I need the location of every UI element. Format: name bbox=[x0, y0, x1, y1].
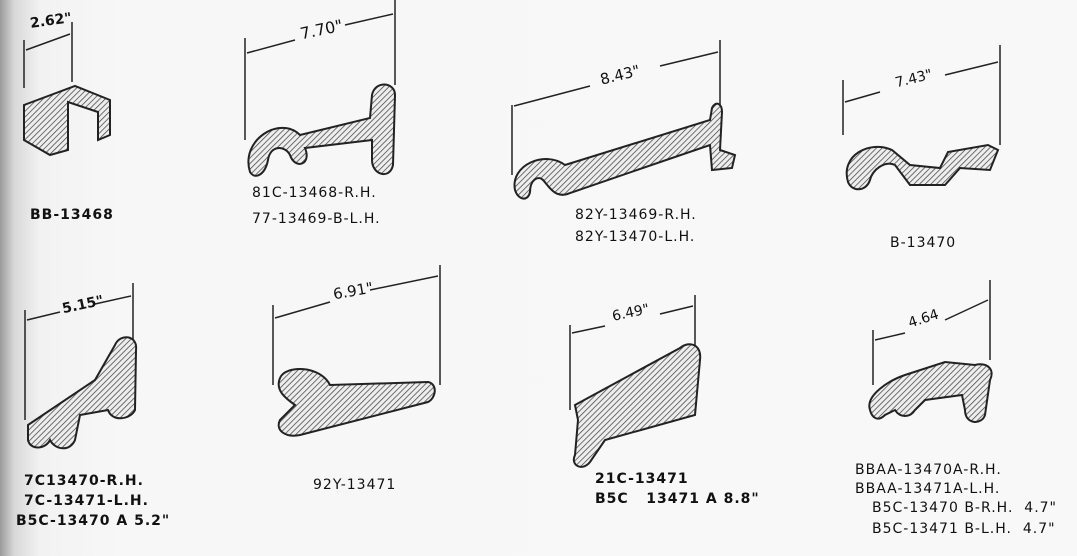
part-number: B5C-13471 B-L.H. 4.7" bbox=[872, 521, 1056, 537]
bracket-81c-13468 bbox=[247, 83, 397, 177]
bracket-b-13470 bbox=[845, 143, 1000, 191]
part-number: BB-13468 bbox=[30, 207, 114, 223]
part-number: BBAA-13471A-L.H. bbox=[855, 481, 1001, 497]
dimension-line-3 bbox=[511, 40, 721, 175]
part-number: 82Y-13470-L.H. bbox=[575, 229, 696, 245]
bracket-21c-13471 bbox=[572, 343, 702, 468]
part-number: 82Y-13469-R.H. bbox=[575, 207, 697, 223]
dimension-line-2 bbox=[244, 0, 396, 140]
part-number: 21C-13471 bbox=[595, 471, 689, 487]
bracket-7c13470 bbox=[27, 336, 138, 450]
dimension-line-1 bbox=[23, 22, 73, 88]
part-number: 7C13470-R.H. bbox=[24, 473, 144, 489]
bracket-bb-13468 bbox=[23, 84, 111, 157]
dimension-line-6 bbox=[272, 265, 441, 385]
part-number: 77-13469-B-L.H. bbox=[252, 211, 381, 227]
part-number: B5C 13471 A 8.8" bbox=[595, 491, 760, 507]
bracket-82y-13469 bbox=[513, 102, 737, 200]
dimension-line-8 bbox=[872, 280, 991, 385]
dimension-line-5 bbox=[24, 283, 134, 420]
dimension-line-4 bbox=[842, 45, 1001, 145]
part-number: 7C-13471-L.H. bbox=[24, 493, 149, 509]
part-number: BBAA-13470A-R.H. bbox=[855, 462, 1002, 478]
part-number: 92Y-13471 bbox=[313, 477, 397, 493]
part-number: B5C-13470 A 5.2" bbox=[16, 513, 171, 529]
part-number: B5C-13470 B-R.H. 4.7" bbox=[872, 500, 1057, 516]
part-number: B-13470 bbox=[890, 235, 957, 251]
dimension-line-7 bbox=[569, 295, 696, 410]
bracket-bbaa-13470a bbox=[868, 360, 993, 423]
bracket-92y-13471 bbox=[277, 367, 436, 437]
part-number: 81C-13468-R.H. bbox=[252, 185, 377, 201]
